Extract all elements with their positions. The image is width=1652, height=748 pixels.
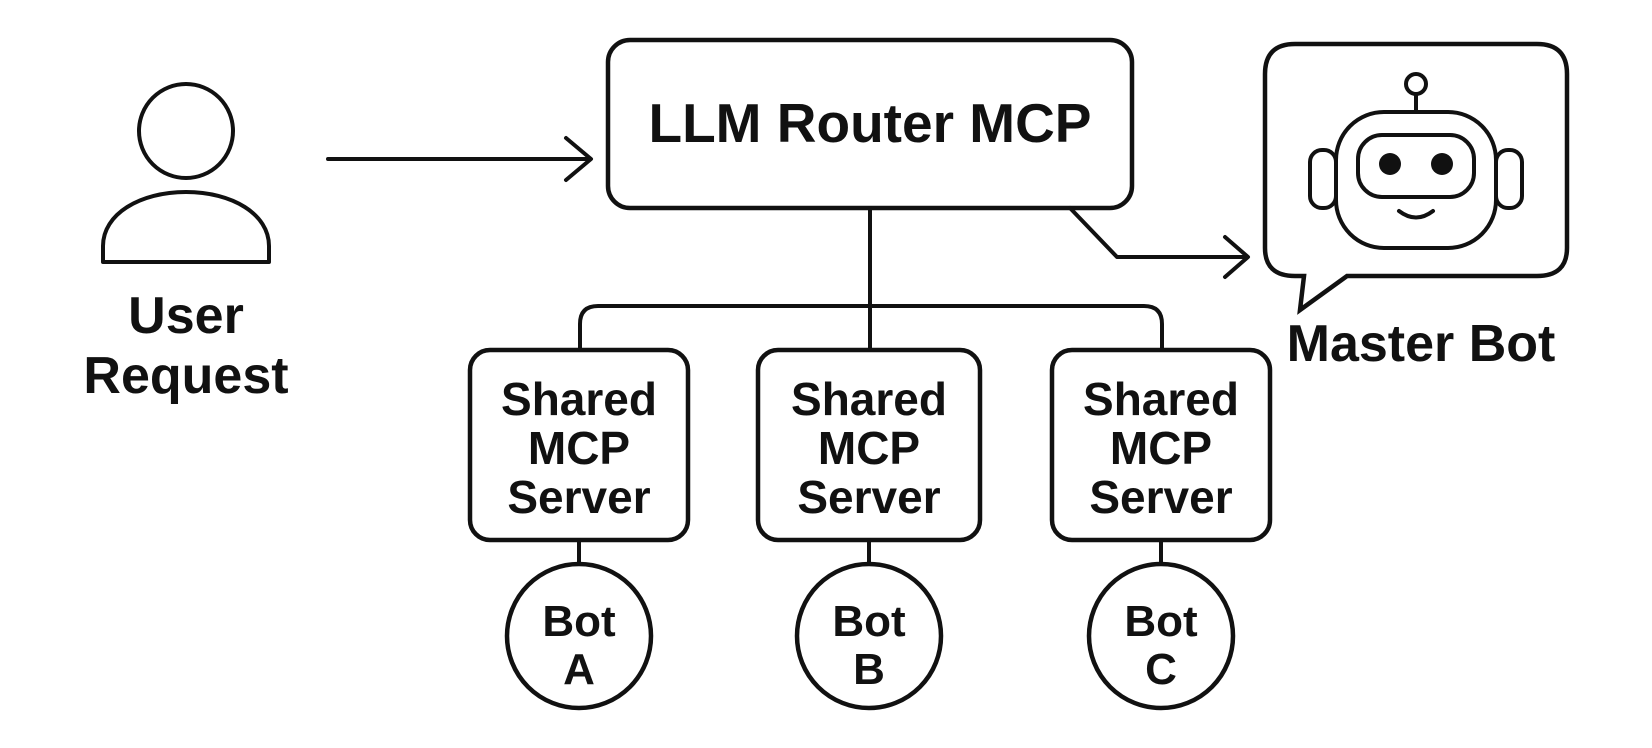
router-label: LLM Router MCP (648, 92, 1091, 154)
server-label-line1: Shared (1083, 373, 1239, 425)
server-label-line3: Server (507, 471, 650, 523)
bot-label-line2: C (1145, 645, 1177, 694)
bot-node-a: Bot A (504, 561, 654, 711)
bot-label-line2: B (853, 645, 885, 694)
master-bot-bubble (1262, 41, 1570, 315)
bot-label-line1: Bot (1124, 597, 1198, 646)
bot-label-line1: Bot (542, 597, 616, 646)
user-label-line2: Request (83, 347, 288, 405)
server-label-line2: MCP (528, 422, 630, 474)
router-to-servers-connector (578, 206, 1164, 352)
server-label-line2: MCP (818, 422, 920, 474)
server-box-2: Shared MCP Server (755, 347, 983, 543)
server-label-line3: Server (797, 471, 940, 523)
server-box-3: Shared MCP Server (1049, 347, 1273, 543)
server-label-line2: MCP (1110, 422, 1212, 474)
server-box-1: Shared MCP Server (467, 347, 691, 543)
user-to-router-arrow (326, 136, 593, 182)
master-bot-label: Master Bot (1287, 315, 1556, 373)
server-label-line1: Shared (791, 373, 947, 425)
router-to-master-arrow (1068, 206, 1250, 279)
bot-label-line1: Bot (832, 597, 906, 646)
user-label-line1: User (128, 287, 244, 345)
bot-label-line2: A (563, 645, 595, 694)
server-to-bot-connectors (577, 538, 1163, 568)
bot-node-b: Bot B (794, 561, 944, 711)
bot-node-c: Bot C (1086, 561, 1236, 711)
server-label-line3: Server (1089, 471, 1232, 523)
server-label-line1: Shared (501, 373, 657, 425)
user-icon (101, 82, 271, 264)
robot-icon (1308, 72, 1524, 250)
